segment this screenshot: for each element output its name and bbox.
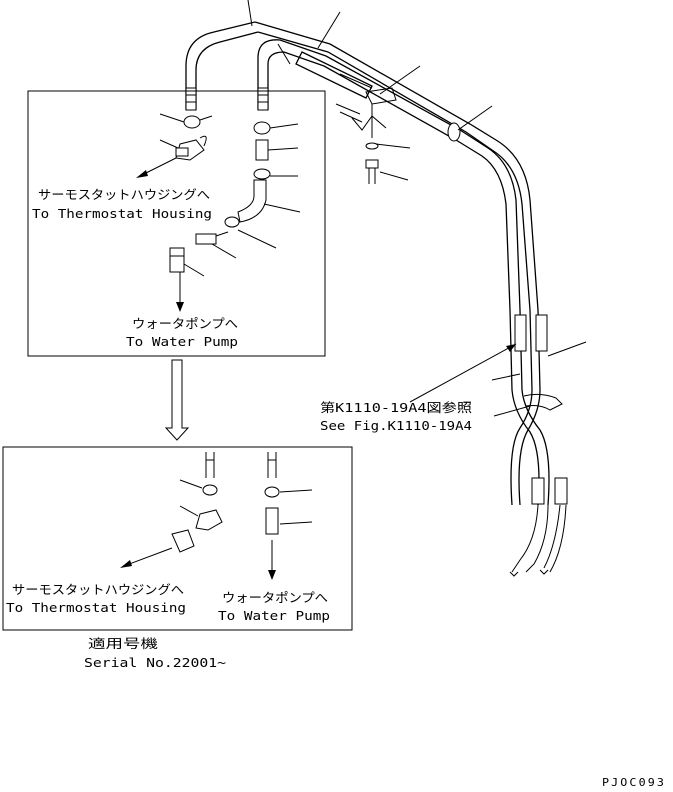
- reference-leader: [409, 343, 517, 403]
- upper-box-parts: [136, 113, 301, 312]
- lower-box-parts: [120, 452, 313, 580]
- drawing-code: PJOC093: [602, 776, 666, 789]
- upper-pump-label-en: To Water Pump: [126, 334, 238, 349]
- lower-thermostat-label-jp: サーモスタットハウジングへ: [12, 582, 184, 597]
- lower-pump-label-jp: ウォータポンプへ: [222, 590, 328, 605]
- serial-label-en: Serial No.22001~: [84, 655, 226, 670]
- upper-detail-box: [27, 90, 326, 357]
- reference-label-jp: 第K1110-19A4図参照: [320, 400, 472, 415]
- upper-thermostat-label-en: To Thermostat Housing: [32, 206, 212, 221]
- heater-hose-routing: [185, 0, 587, 577]
- lower-detail-box: [2, 446, 353, 631]
- upper-pump-label-jp: ウォータポンプへ: [132, 316, 238, 331]
- lower-thermostat-label-en: To Thermostat Housing: [6, 600, 186, 615]
- lower-pump-label-en: To Water Pump: [218, 608, 330, 623]
- transition-arrow: [164, 359, 190, 441]
- upper-thermostat-label-jp: サーモスタットハウジングへ: [38, 187, 210, 202]
- serial-label-jp: 適用号機: [88, 636, 159, 651]
- reference-label-en: See Fig.K1110-19A4: [320, 418, 472, 433]
